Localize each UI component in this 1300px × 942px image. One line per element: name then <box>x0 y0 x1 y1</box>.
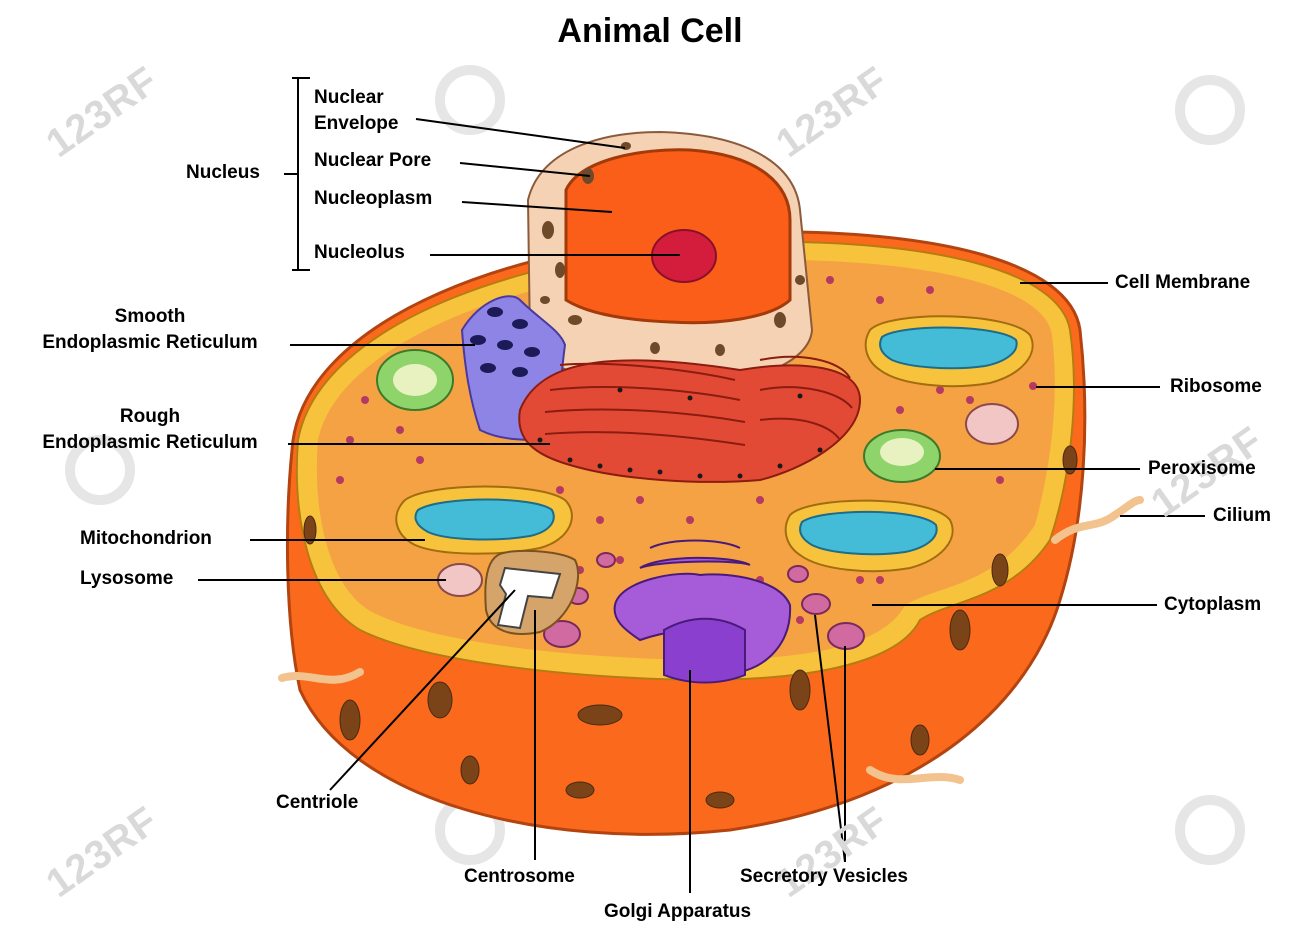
watermark-logo <box>435 65 505 135</box>
lysosome <box>965 403 1019 445</box>
label-secretory-vesicles: Secretory Vesicles <box>740 866 908 887</box>
diagram-title: Animal Cell <box>557 12 743 50</box>
leader-nuclear-envelope <box>415 118 626 149</box>
cilium <box>278 668 364 684</box>
mitochondrion <box>395 485 573 555</box>
label-centriole: Centriole <box>276 792 359 813</box>
watermark-logo <box>1175 75 1245 145</box>
watermark-logo <box>1175 795 1245 865</box>
label-golgi-apparatus: Golgi Apparatus <box>604 901 752 922</box>
cilium <box>866 766 964 784</box>
label-nuclear-pore: Nuclear Pore <box>314 150 432 171</box>
label-mitochondrion: Mitochondrion <box>80 528 212 549</box>
label-ribosome: Ribosome <box>1170 376 1262 397</box>
secretory-vesicle <box>801 593 831 615</box>
cilium <box>1051 496 1144 544</box>
centriole <box>496 566 562 630</box>
leader-nuclear-pore <box>459 162 591 177</box>
mitochondrion <box>864 315 1034 388</box>
label-rough-er: Rough Endoplasmic Reticulum <box>42 406 258 453</box>
label-nuclear-envelope: Nuclear Envelope <box>314 87 399 134</box>
golgi-apparatus <box>613 539 792 684</box>
rough-er <box>518 355 862 483</box>
label-nucleoplasm: Nucleoplasm <box>314 188 433 209</box>
nucleus <box>526 130 814 387</box>
label-nucleus: Nucleus <box>186 162 260 183</box>
secretory-vesicle <box>827 622 865 650</box>
label-cilium: Cilium <box>1213 505 1272 526</box>
leader-centriole <box>329 589 516 791</box>
label-peroxisome: Peroxisome <box>1148 458 1256 479</box>
leader-nucleoplasm <box>461 201 613 213</box>
label-nucleolus: Nucleolus <box>314 242 405 263</box>
leader-secretory-vesicle <box>814 614 846 863</box>
watermark-logo <box>65 435 135 505</box>
label-lysosome: Lysosome <box>80 568 174 589</box>
mitochondrion <box>784 499 954 573</box>
label-centrosome: Centrosome <box>464 866 575 887</box>
label-cell-membrane: Cell Membrane <box>1115 272 1251 293</box>
label-cytoplasm: Cytoplasm <box>1164 594 1262 615</box>
label-smooth-er: Smooth Endoplasmic Reticulum <box>42 306 258 353</box>
